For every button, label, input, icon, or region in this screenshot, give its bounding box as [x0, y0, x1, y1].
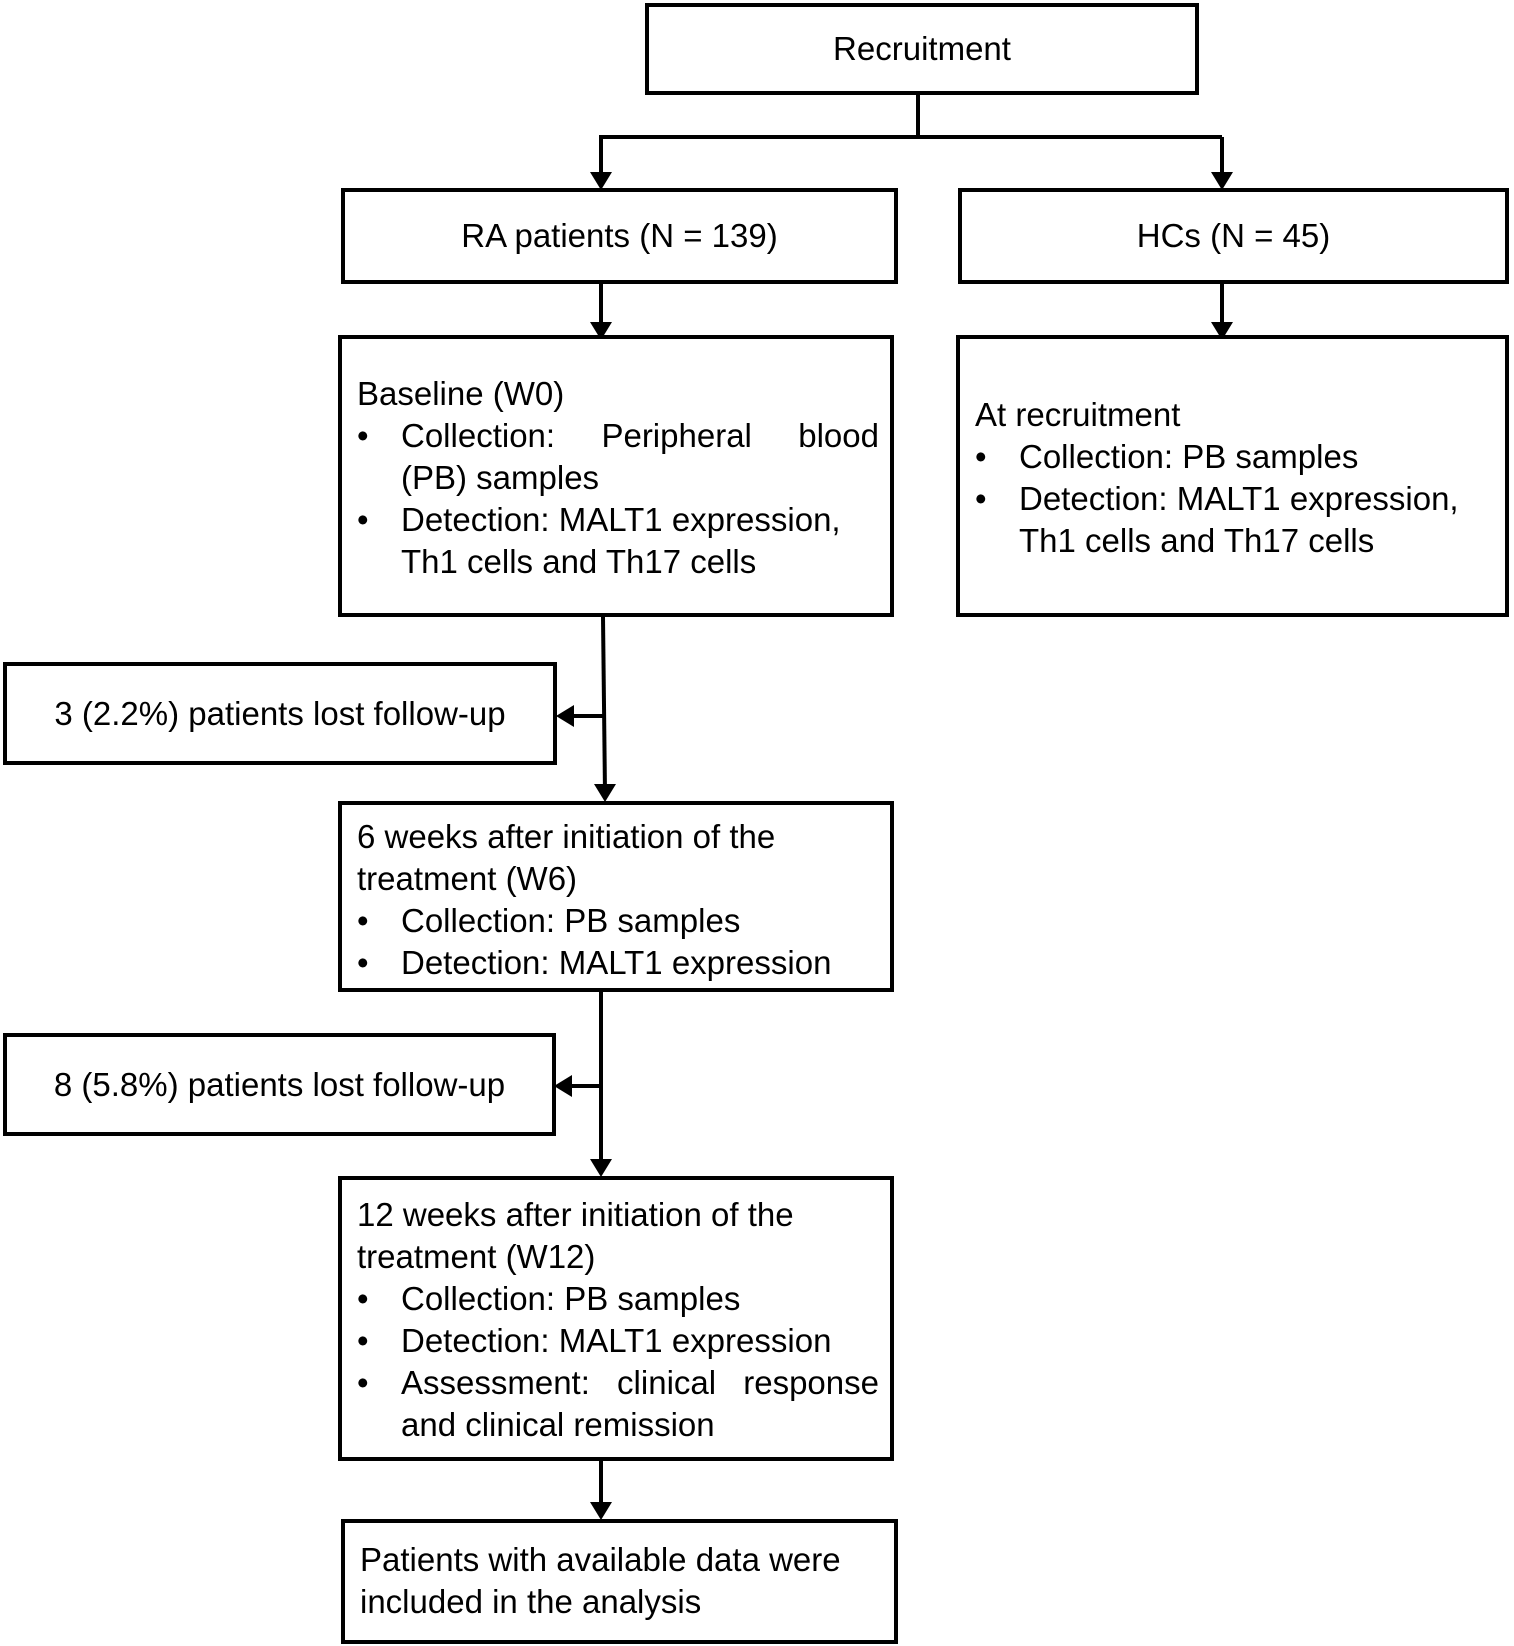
- week12-item: Collection: PB samples: [357, 1278, 879, 1320]
- week6-box: 6 weeks after initiation of the treatmen…: [338, 801, 894, 992]
- recruitment-label: Recruitment: [833, 30, 1011, 67]
- week12-title-line2: treatment (W12): [357, 1238, 596, 1275]
- baseline-title: Baseline (W0): [357, 375, 565, 412]
- ra-patients-box: RA patients (N = 139): [341, 188, 898, 284]
- week12-item: Detection: MALT1 expression: [357, 1320, 879, 1362]
- lost-follow-up-box-1: 3 (2.2%) patients lost follow-up: [3, 662, 557, 765]
- hc-recruitment-list: Collection: PB samples Detection: MALT1 …: [975, 436, 1500, 562]
- week12-title-line1: 12 weeks after initiation of the: [357, 1196, 794, 1233]
- week12-list: Collection: PB samples Detection: MALT1 …: [357, 1278, 879, 1446]
- lost-follow-up-label-1: 3 (2.2%) patients lost follow-up: [54, 694, 506, 732]
- week6-item: Detection: MALT1 expression: [357, 942, 879, 984]
- lost-follow-up-box-2: 8 (5.8%) patients lost follow-up: [3, 1033, 556, 1136]
- hc-recruitment-item: Detection: MALT1 expression, Th1 cells a…: [975, 478, 1500, 562]
- week6-title-line1: 6 weeks after initiation of the: [357, 818, 776, 855]
- week6-item: Collection: PB samples: [357, 900, 879, 942]
- final-analysis-label: Patients with available data were includ…: [360, 1541, 841, 1620]
- hc-recruitment-title: At recruitment: [975, 396, 1181, 433]
- baseline-box: Baseline (W0) Collection: Peripheral blo…: [338, 335, 894, 617]
- lost-follow-up-label-2: 8 (5.8%) patients lost follow-up: [53, 1065, 506, 1103]
- hc-recruitment-item: Collection: PB samples: [975, 436, 1500, 478]
- week6-title-line2: treatment (W6): [357, 860, 578, 897]
- baseline-item: Collection: Peripheral blood (PB) sample…: [357, 415, 879, 499]
- ra-patients-label: RA patients (N = 139): [461, 217, 778, 254]
- hc-recruitment-box: At recruitment Collection: PB samples De…: [956, 335, 1509, 617]
- hcs-label: HCs (N = 45): [1136, 217, 1331, 254]
- baseline-item: Detection: MALT1 expression, Th1 cells a…: [357, 499, 879, 583]
- final-analysis-box: Patients with available data were includ…: [341, 1519, 898, 1644]
- hcs-box: HCs (N = 45): [958, 188, 1509, 284]
- week12-item: Assessment: clinical response and clinic…: [357, 1362, 879, 1446]
- week6-list: Collection: PB samples Detection: MALT1 …: [357, 900, 879, 984]
- recruitment-box: Recruitment: [645, 3, 1199, 95]
- week12-box: 12 weeks after initiation of the treatme…: [338, 1176, 894, 1461]
- baseline-list: Collection: Peripheral blood (PB) sample…: [357, 415, 879, 583]
